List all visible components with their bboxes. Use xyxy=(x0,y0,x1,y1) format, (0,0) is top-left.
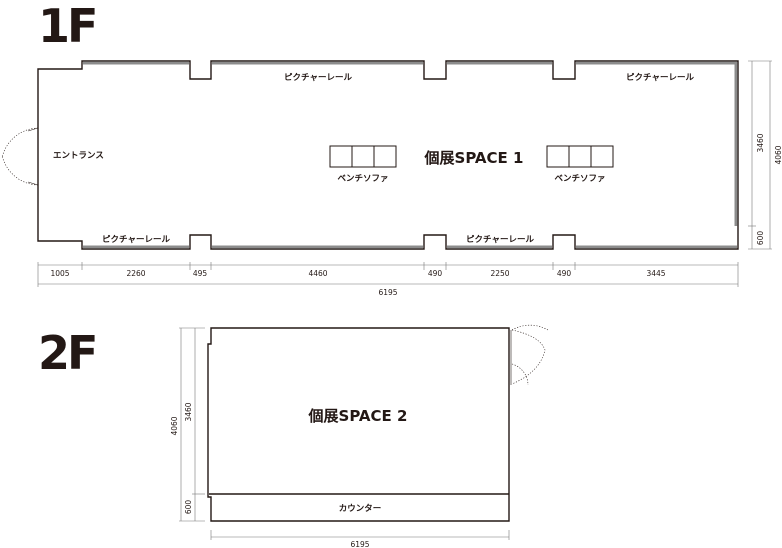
entrance-door xyxy=(1,127,39,186)
picture-rail-label-bottom-1: ピクチャーレール xyxy=(102,234,170,245)
floor-label-1f: 1F xyxy=(38,0,95,53)
floor-label-2f: 2F xyxy=(38,326,95,380)
dim-490-a: 490 xyxy=(428,269,443,278)
entrance-label: エントランス xyxy=(53,151,104,161)
bench-sofa-2 xyxy=(546,145,614,168)
door-2f xyxy=(510,324,549,386)
dim-600-2f: 600 xyxy=(184,500,193,515)
dim-490-b: 490 xyxy=(557,269,572,278)
bench-sofa-1 xyxy=(329,145,397,168)
dim-3445: 3445 xyxy=(646,269,665,278)
dimension-chain-bottom-2f xyxy=(210,530,510,540)
floor-1-walls xyxy=(37,60,739,250)
room-title-space-1: 個展SPACE 1 xyxy=(424,149,524,167)
dim-2250: 2250 xyxy=(490,269,509,278)
picture-rail-label-bottom-2: ピクチャーレール xyxy=(466,234,534,245)
dim-495: 495 xyxy=(193,269,208,278)
dim-4460: 4460 xyxy=(308,269,327,278)
room-title-space-2: 個展SPACE 2 xyxy=(308,407,408,425)
dim-total-2f: 6195 xyxy=(350,540,369,548)
dim-1005: 1005 xyxy=(50,269,69,278)
dim-2260: 2260 xyxy=(126,269,145,278)
dim-4060-2f: 4060 xyxy=(170,416,179,435)
counter-label: カウンター xyxy=(339,503,382,514)
bench-sofa-label-1: ベンチソファ xyxy=(337,174,388,184)
dimension-chain-left xyxy=(179,327,205,522)
dim-total-1f: 6195 xyxy=(378,288,397,297)
picture-rail-label-top-2: ピクチャーレール xyxy=(626,72,694,83)
dimension-chain-right xyxy=(748,60,772,250)
floor-2-walls xyxy=(207,327,510,522)
dimension-chain-bottom xyxy=(37,262,739,287)
bench-sofa-label-2: ベンチソファ xyxy=(554,174,605,184)
dim-3460-2f: 3460 xyxy=(184,402,193,421)
dim-4060-1f: 4060 xyxy=(774,145,782,164)
dim-600-1f: 600 xyxy=(756,231,765,246)
picture-rail-label-top-1: ピクチャーレール xyxy=(284,72,352,83)
dim-3460-1f: 3460 xyxy=(756,133,765,152)
